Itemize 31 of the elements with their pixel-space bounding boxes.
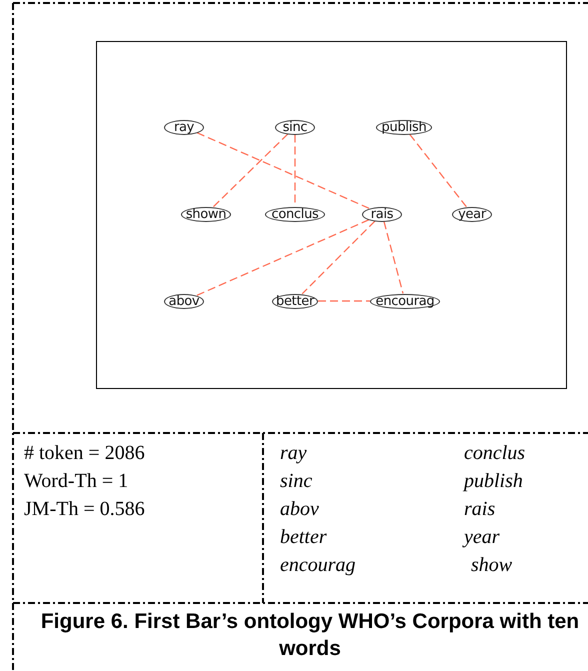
word-ellipse: year [452,206,492,222]
word-ellipse: ray [164,120,204,134]
word-ellipse: shown [181,206,231,222]
dashed-connector [383,221,404,294]
parameter-text: JM-Th = 0.586 [24,499,145,519]
word-list-text: better [280,527,327,547]
word-list-text: encourag [280,555,356,575]
word-ellipse: conclus [265,206,325,222]
figure-caption: Figure 6. First Bar’s ontology WHO’s Corpora with ten words [40,609,580,662]
dashed-connector [212,134,288,208]
word-ellipse: sinc [275,120,315,134]
word-ellipse: abov [164,294,204,308]
dashed-connector [196,132,370,209]
word-ellipse: publish [376,120,432,134]
word-ellipse: better [272,294,318,308]
word-list-text: sinc [280,471,312,491]
word-list-text: ray [280,443,307,463]
word-ellipse: encourag [370,294,440,308]
word-list-text: abov [280,499,319,519]
dashed-connector [409,134,467,208]
dashed-connector [318,300,370,302]
word-list-text: rais [464,499,496,519]
word-list-text: year [464,527,500,547]
parameter-text: Word-Th = 1 [24,471,128,491]
word-ellipse: rais [362,206,402,222]
word-list-text: show [471,555,512,575]
dashed-connector [196,219,370,296]
parameter-text: # token = 2086 [24,443,145,463]
word-list-text: publish [464,471,523,491]
word-list-text: conclus [464,443,526,463]
dashed-connector [302,220,376,294]
